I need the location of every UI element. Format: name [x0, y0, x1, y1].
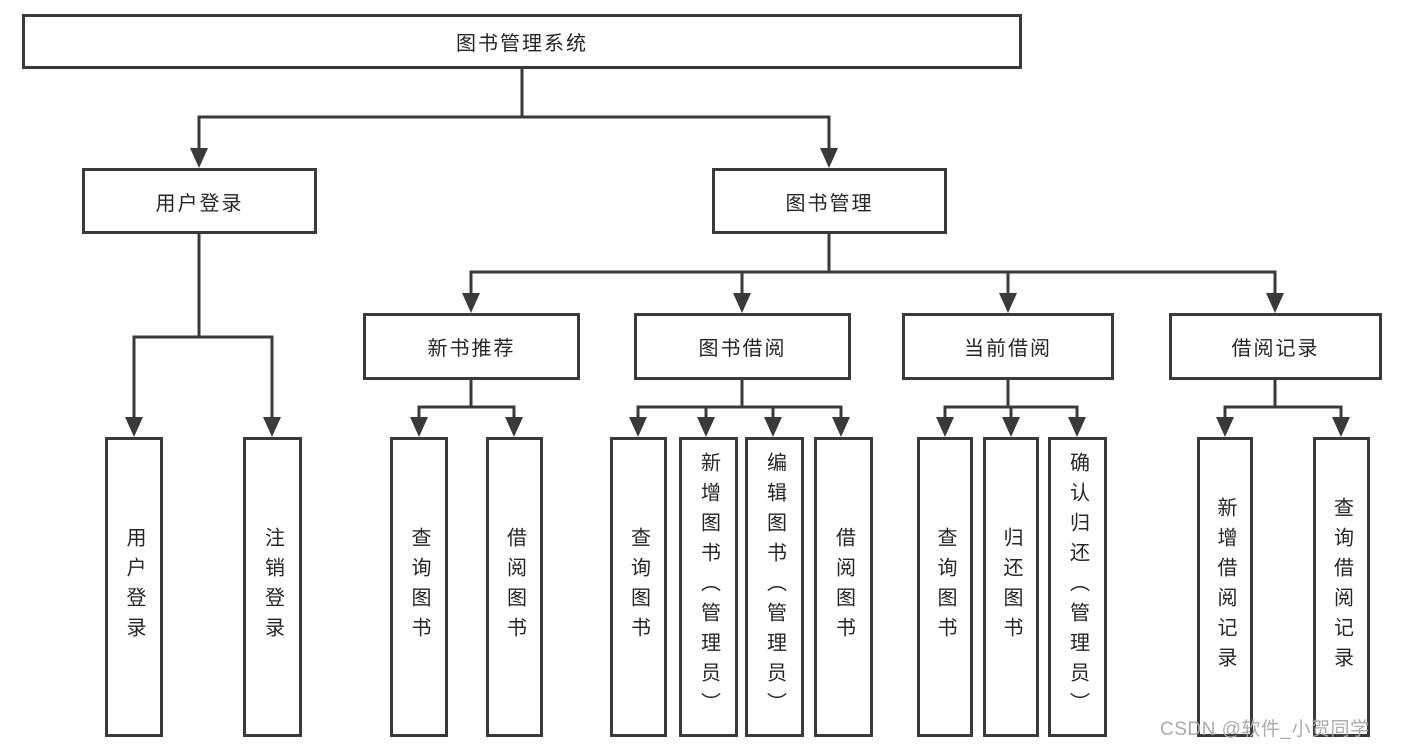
- leaf-borrow-query-book: 查询图书: [610, 437, 667, 737]
- leaf-recommend-borrow-book-label: 借阅图书: [503, 527, 526, 647]
- node-new-book-recommend-label: 新书推荐: [427, 338, 516, 360]
- node-current-borrow-label: 当前借阅: [964, 338, 1052, 360]
- node-user-login-label: 用户登录: [155, 192, 244, 215]
- leaf-borrow-query-book-label: 查询图书: [627, 527, 650, 647]
- leaf-logout-label: 注销登录: [261, 527, 284, 647]
- node-current-borrow: 当前借阅: [902, 313, 1114, 380]
- csdn-watermark: CSDN @软件_小贺同学: [1160, 719, 1370, 740]
- leaf-user-login: 用户登录: [105, 437, 163, 737]
- leaf-edit-book-admin: 编辑图书（管理员）: [745, 437, 804, 737]
- node-book-management: 图书管理: [712, 168, 947, 234]
- leaf-borrow-book-label: 借阅图书: [832, 527, 855, 647]
- leaf-current-query-book: 查询图书: [917, 437, 973, 737]
- leaf-confirm-return-admin-label: 确认归还（管理员）: [1066, 452, 1089, 722]
- node-book-management-label: 图书管理: [785, 192, 874, 215]
- node-root: 图书管理系统: [22, 14, 1022, 69]
- leaf-add-borrow-record-label: 新增借阅记录: [1214, 497, 1236, 677]
- leaf-borrow-book: 借阅图书: [814, 437, 873, 737]
- leaf-return-book-label: 归还图书: [1000, 527, 1022, 647]
- leaf-query-borrow-record: 查询借阅记录: [1313, 437, 1370, 737]
- leaf-edit-book-admin-label: 编辑图书（管理员）: [763, 452, 786, 722]
- node-root-label: 图书管理系统: [456, 33, 588, 55]
- leaf-logout: 注销登录: [243, 437, 302, 737]
- leaf-recommend-query-book: 查询图书: [390, 437, 448, 737]
- node-book-borrow: 图书借阅: [634, 313, 851, 380]
- node-borrow-record: 借阅记录: [1169, 313, 1382, 380]
- leaf-confirm-return-admin: 确认归还（管理员）: [1048, 437, 1107, 737]
- leaf-recommend-query-book-label: 查询图书: [408, 527, 430, 647]
- node-user-login: 用户登录: [82, 168, 317, 234]
- node-book-borrow-label: 图书借阅: [698, 338, 787, 360]
- leaf-add-book-admin-label: 新增图书（管理员）: [697, 452, 720, 722]
- leaf-current-query-book-label: 查询图书: [934, 527, 956, 647]
- leaf-return-book: 归还图书: [983, 437, 1039, 737]
- leaf-query-borrow-record-label: 查询借阅记录: [1330, 497, 1353, 677]
- node-borrow-record-label: 借阅记录: [1231, 338, 1320, 360]
- leaf-recommend-borrow-book: 借阅图书: [486, 437, 543, 737]
- leaf-add-borrow-record: 新增借阅记录: [1197, 437, 1253, 737]
- leaf-add-book-admin: 新增图书（管理员）: [679, 437, 738, 737]
- leaf-user-login-label: 用户登录: [123, 527, 145, 647]
- node-new-book-recommend: 新书推荐: [363, 313, 580, 380]
